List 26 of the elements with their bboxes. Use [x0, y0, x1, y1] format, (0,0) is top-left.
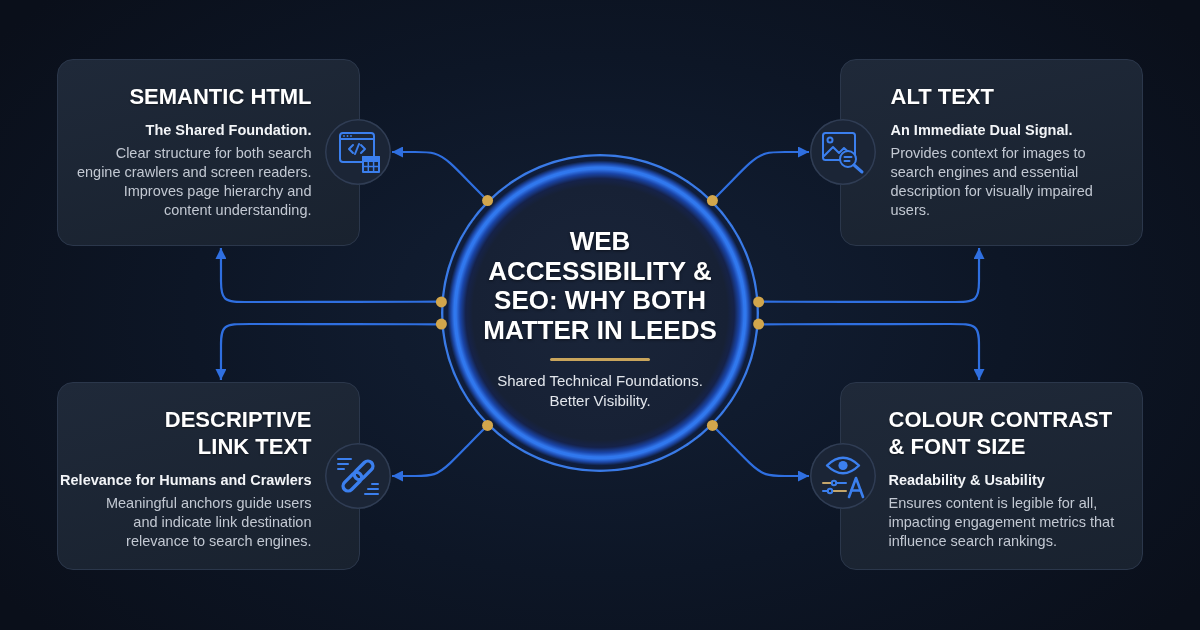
connector-arrow: [215, 248, 439, 304]
card-subtitle: An Immediate Dual Signal.: [890, 120, 1073, 140]
info-card: [57, 382, 360, 570]
connector-arrow: [713, 146, 809, 200]
connector-arrow: [392, 146, 487, 200]
card-title: DESCRIPTIVE LINK TEXT: [163, 406, 312, 460]
card-subtitle: Readability & Usability: [888, 470, 1045, 490]
connector-arrow: [713, 426, 809, 482]
card-description: Clear structure for both search engine crawlers and screen readers. Improves page hierarchy and content understanding.: [75, 144, 312, 220]
connector-arrow: [392, 426, 487, 482]
card-description: Meaningful anchors guide users and indicate link destination relevance to search engines.: [104, 494, 312, 551]
info-card: [57, 59, 360, 246]
connector-arrow: [761, 322, 985, 380]
card-description: Provides context for images to search engines and essential description for visually impaired users.: [890, 144, 1094, 220]
card-description: Ensures content is legible for all, impacting engagement metrics that influence search rankings.: [888, 494, 1116, 551]
card-title: COLOUR CONTRAST & FONT SIZE: [888, 406, 1114, 460]
hub-subtitle: Shared Technical Foundations. Better Visibility.: [496, 371, 704, 411]
connector-arrow: [761, 248, 985, 304]
card-title: ALT TEXT: [890, 83, 994, 110]
connector-arrow: [215, 322, 439, 380]
hub-title: WEB ACCESSIBILITY & SEO: WHY BOTH MATTER IN LEEDS: [482, 227, 718, 345]
info-card: [840, 59, 1143, 246]
card-title: SEMANTIC HTML: [129, 83, 312, 110]
card-subtitle: Relevance for Humans and Crawlers: [60, 470, 312, 490]
info-card: [840, 382, 1143, 570]
card-subtitle: The Shared Foundation.: [145, 120, 312, 140]
